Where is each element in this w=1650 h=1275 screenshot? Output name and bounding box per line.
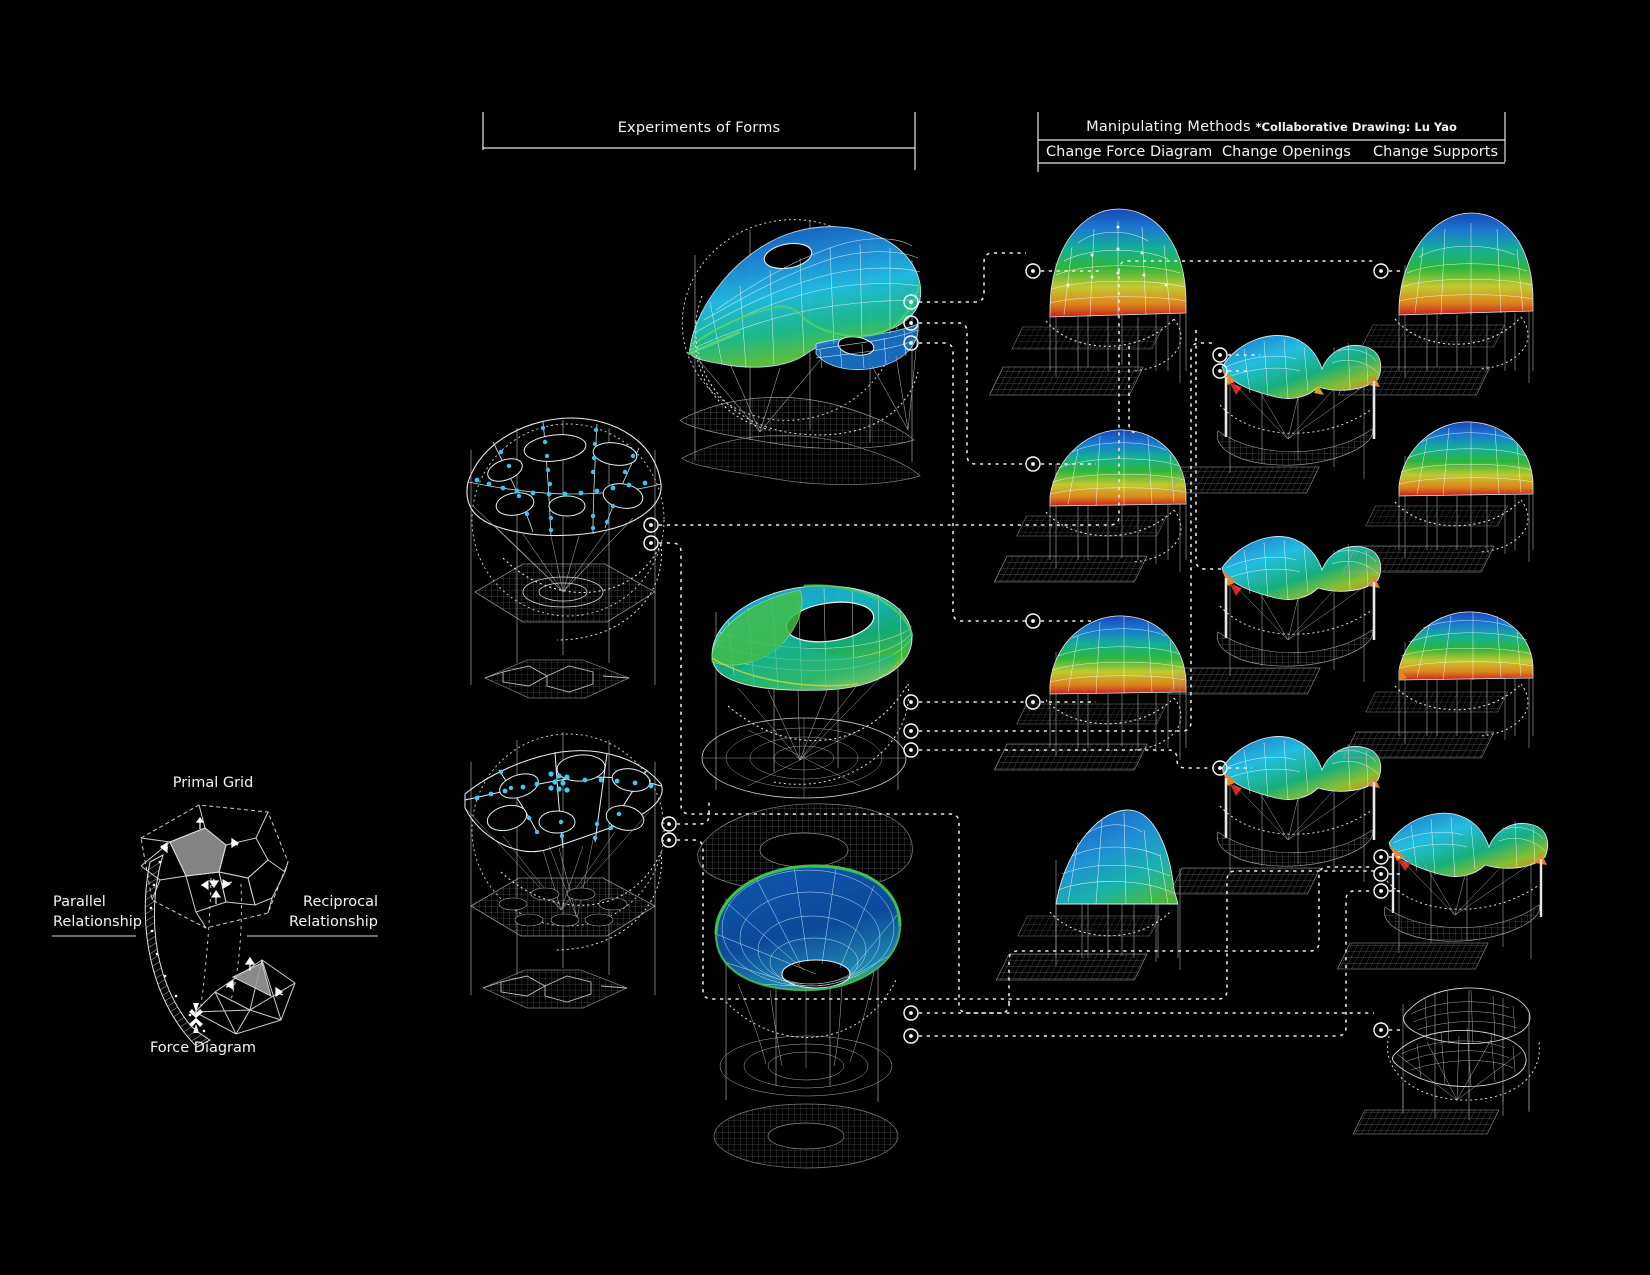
- model-canopy-hex-open[interactable]: [466, 417, 665, 699]
- manipulating-title: Manipulating Methods *Collaborative Draw…: [1038, 119, 1505, 135]
- experiments-title-text: Experiments of Forms: [617, 120, 781, 136]
- model-dome-rainbow-2[interactable]: [993, 429, 1187, 583]
- primal-grid-label: Primal Grid: [113, 775, 313, 791]
- connector-network: [659, 252, 1402, 1037]
- model-dome-rainbow-1[interactable]: [989, 208, 1187, 396]
- force-diagram-label: Force Diagram: [103, 1040, 303, 1056]
- column-label-change-force-diagram[interactable]: Change Force Diagram: [1046, 144, 1212, 160]
- force-diagram-label-text: Force Diagram: [149, 1040, 257, 1056]
- model-support-5[interactable]: [1352, 987, 1540, 1135]
- model-support-1[interactable]: [1338, 212, 1534, 396]
- model-cone-blue[interactable]: [995, 809, 1181, 981]
- parallel-label-line2: Relationship: [53, 913, 143, 930]
- experiments-title: Experiments of Forms: [483, 120, 915, 136]
- column-label-change-supports[interactable]: Change Supports: [1373, 144, 1498, 160]
- manipulating-bracket: [1037, 112, 1506, 172]
- model-support-4[interactable]: [1336, 812, 1549, 970]
- connector-nodes[interactable]: [643, 263, 1389, 1044]
- parallel-relationship-label: Parallel Relationship: [53, 893, 142, 932]
- manipulating-title-text: Manipulating Methods: [1086, 119, 1251, 135]
- model-canopy-star[interactable]: [464, 732, 665, 1009]
- column-label-text: Change Supports: [1373, 144, 1498, 160]
- model-support-3[interactable]: [1342, 611, 1534, 759]
- experiments-bracket: [482, 112, 916, 170]
- column-label-text: Change Force Diagram: [1046, 144, 1213, 160]
- model-funnel-hyperboloid[interactable]: [713, 864, 902, 1169]
- collaborative-note: *Collaborative Drawing: Lu Yao: [1255, 120, 1457, 134]
- model-shell-freeform-top[interactable]: [664, 200, 922, 485]
- parallel-label-line1: Parallel: [53, 894, 106, 910]
- model-dome-rainbow-3[interactable]: [993, 615, 1187, 771]
- model-canopy-open-3[interactable]: [1168, 736, 1382, 895]
- reciprocal-relationship-label: Reciprocal Relationship: [178, 893, 378, 932]
- legend-geometry: [140, 804, 296, 1048]
- primal-grid-label-text: Primal Grid: [172, 775, 254, 791]
- column-label-text: Change Openings: [1222, 144, 1351, 160]
- model-torus-shell[interactable]: [697, 584, 914, 893]
- reciprocal-label-line2: Relationship: [288, 913, 378, 930]
- column-label-change-openings[interactable]: Change Openings: [1222, 144, 1351, 160]
- model-support-2[interactable]: [1342, 421, 1534, 573]
- model-canopy-open-1[interactable]: [1168, 335, 1382, 494]
- reciprocal-label-line1: Reciprocal: [303, 894, 378, 910]
